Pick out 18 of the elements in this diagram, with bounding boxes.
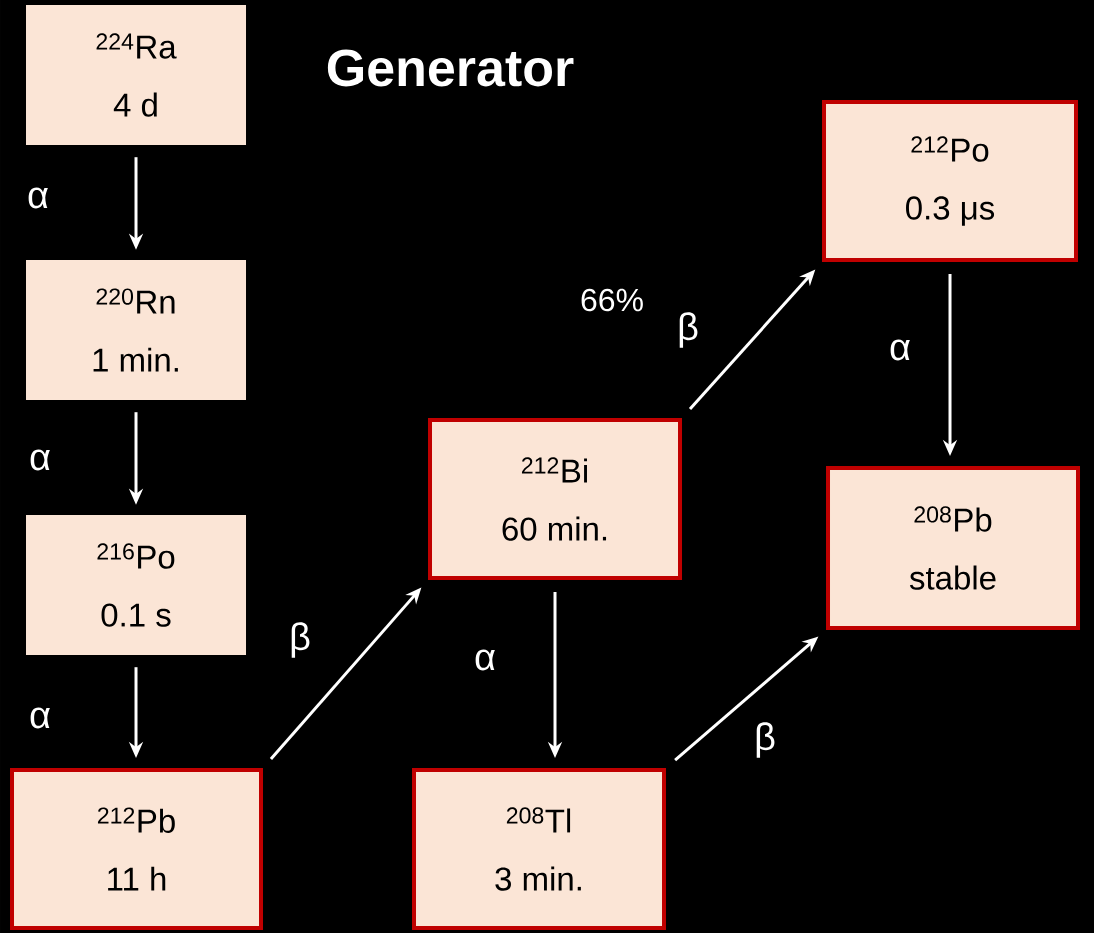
edge-label: α: [30, 707, 50, 729]
nuclide-box: $^{224}$Ra 4 d: [26, 5, 246, 145]
percentage-label: 66%: [581, 288, 643, 312]
nuclide-box: $^{208}$Tl 3 min.: [412, 768, 666, 930]
nuclide-box: $^{208}$Pb stable: [826, 466, 1080, 630]
edge-label: β: [291, 622, 310, 658]
nuclide-box: $^{220}$Rn 1 min.: [26, 260, 246, 400]
edge-label: β: [756, 722, 775, 758]
edge-label: α: [30, 449, 50, 471]
nuclide-box: $^{212}$Pb 11 h: [10, 768, 263, 930]
edge-label: α: [28, 187, 48, 209]
title: Generator: [327, 49, 574, 87]
nuclide-box: $^{212}$Bi 60 min.: [428, 418, 682, 580]
edge-label: β: [679, 312, 698, 348]
nuclide-box: $^{212}$Po 0.3 μs: [822, 100, 1078, 262]
edge-label: α: [475, 649, 495, 671]
nuclide-box: $^{216}$Po 0.1 s: [26, 515, 246, 655]
edge-label: α: [890, 339, 910, 361]
